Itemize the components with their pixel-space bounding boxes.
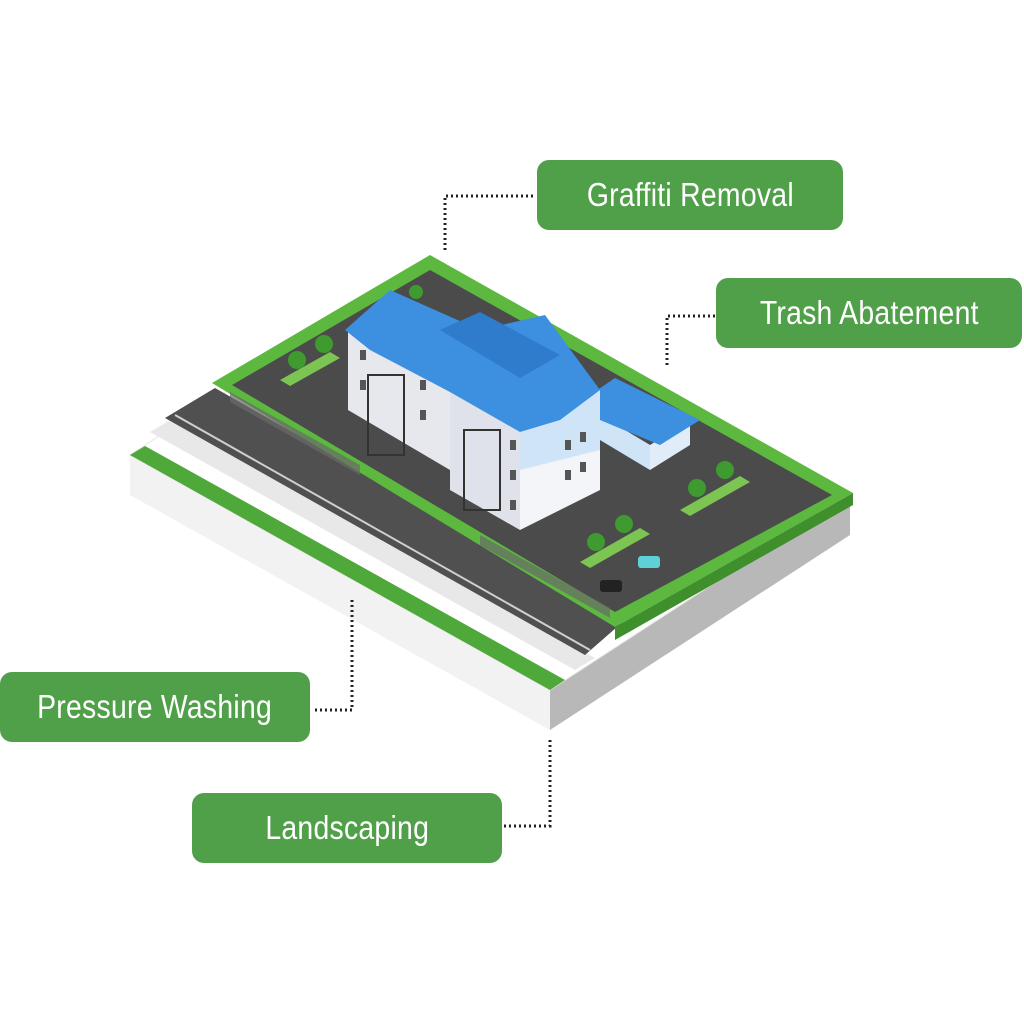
sidewalk — [150, 420, 595, 670]
parking-island — [580, 528, 650, 568]
small-building-roof — [590, 378, 700, 445]
fence — [480, 535, 610, 618]
parking-island — [280, 352, 340, 386]
windows — [360, 350, 586, 510]
balconies — [367, 374, 501, 511]
pressure-washing-text: Pressure Washing — [37, 688, 273, 725]
trees — [288, 285, 734, 551]
landscaping-label: Landscaping — [192, 793, 502, 863]
landscaping-text: Landscaping — [265, 809, 429, 846]
road-lane-line — [174, 414, 591, 651]
road — [165, 388, 625, 655]
main-building-wall-upper — [520, 390, 600, 470]
small-building-wall — [600, 415, 650, 470]
parking-island — [680, 476, 750, 516]
trash-abatement-text: Trash Abatement — [759, 294, 979, 331]
base-right-side — [550, 495, 850, 730]
hedge-right-side — [615, 493, 853, 640]
car — [638, 556, 660, 568]
graffiti-removal-label: Graffiti Removal — [537, 160, 843, 230]
fence — [230, 392, 360, 475]
front-grass-strip — [130, 446, 565, 690]
car — [600, 580, 622, 592]
trash-abatement-label: Trash Abatement — [716, 278, 1022, 348]
main-building-roof — [345, 290, 600, 432]
connector-lines — [312, 194, 715, 828]
pressure-washing-label: Pressure Washing — [0, 672, 310, 742]
main-building-roof-ridge — [440, 312, 560, 378]
graffiti-removal-text: Graffiti Removal — [586, 176, 794, 213]
main-building-wall-front — [348, 330, 450, 470]
base-front-side — [130, 455, 550, 730]
main-building-wall-front — [450, 390, 520, 530]
